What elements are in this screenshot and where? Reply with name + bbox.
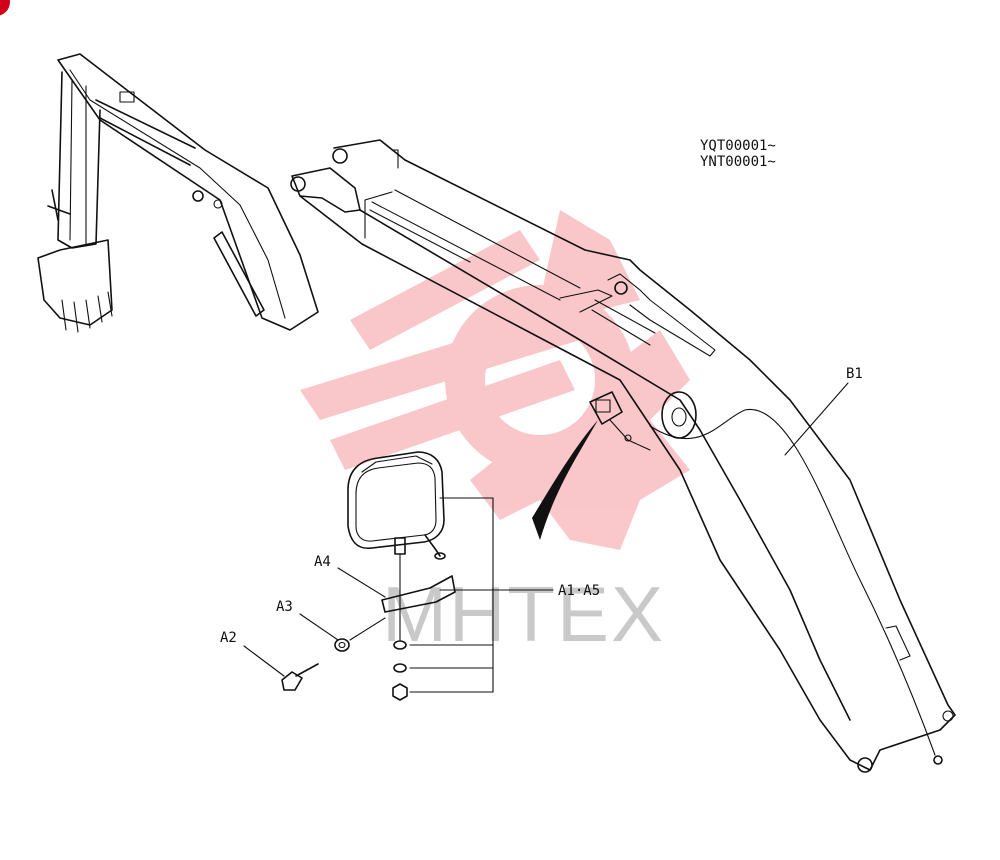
watermark-text: MHTEX [382, 570, 665, 658]
callout-a2: A2 [220, 630, 237, 646]
corner-badge [0, 0, 10, 16]
serial-number-1: YQT00001~ [700, 138, 776, 154]
pointer-arrow [532, 420, 598, 540]
excavator-overview-drawing [37, 53, 319, 333]
watermark-logo [300, 210, 690, 550]
work-lamp-exploded-drawing [281, 451, 554, 701]
boom-assembly-drawing [290, 139, 956, 773]
callout-a1-a5: A1·A5 [558, 583, 600, 599]
callout-b1: B1 [846, 366, 863, 382]
serial-number-2: YNT00001~ [700, 154, 776, 170]
callout-a4: A4 [314, 554, 331, 570]
callout-leaders [243, 382, 849, 677]
callout-a3: A3 [276, 599, 293, 615]
